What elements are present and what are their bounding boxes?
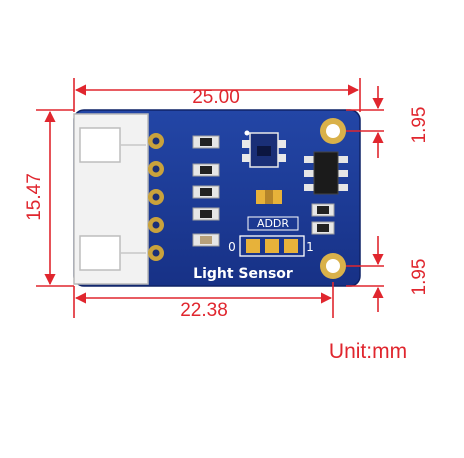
smd-resistor bbox=[192, 135, 220, 149]
regulator-chip bbox=[304, 151, 348, 195]
header-pin bbox=[148, 133, 164, 149]
addr-option-high: 1 bbox=[306, 240, 314, 254]
dimension-lines bbox=[36, 78, 384, 318]
addr-selector: ADDR 0 1 bbox=[228, 216, 314, 257]
unit-label: Unit:mm bbox=[329, 340, 407, 363]
smd-resistor bbox=[192, 185, 220, 199]
addr-option-low: 0 bbox=[228, 240, 236, 254]
smd-resistor bbox=[192, 207, 220, 221]
dimension-top-offset-label: 1.95 bbox=[409, 107, 430, 144]
light-sensor-chip bbox=[242, 130, 286, 168]
smd-small-parts bbox=[256, 190, 335, 235]
addr-label: ADDR bbox=[257, 217, 289, 230]
dimension-height-label: 15.47 bbox=[24, 173, 45, 221]
header-pin bbox=[148, 217, 164, 233]
mounting-hole-top bbox=[320, 118, 346, 144]
board-label: Light Sensor bbox=[193, 266, 293, 282]
dimension-bottom-offset-label: 1.95 bbox=[409, 259, 430, 296]
dimension-width-label: 25.00 bbox=[192, 87, 240, 108]
header-pin bbox=[148, 161, 164, 177]
smd-resistor bbox=[192, 163, 220, 177]
dimension-hole-spacing-label: 22.38 bbox=[180, 300, 228, 321]
smd-components-column bbox=[192, 135, 220, 247]
header-pin bbox=[148, 245, 164, 261]
connector-housing bbox=[73, 113, 149, 285]
mounting-hole-bottom bbox=[320, 253, 346, 279]
header-pins bbox=[148, 133, 164, 261]
smd-capacitor bbox=[192, 233, 220, 247]
header-pin bbox=[148, 189, 164, 205]
